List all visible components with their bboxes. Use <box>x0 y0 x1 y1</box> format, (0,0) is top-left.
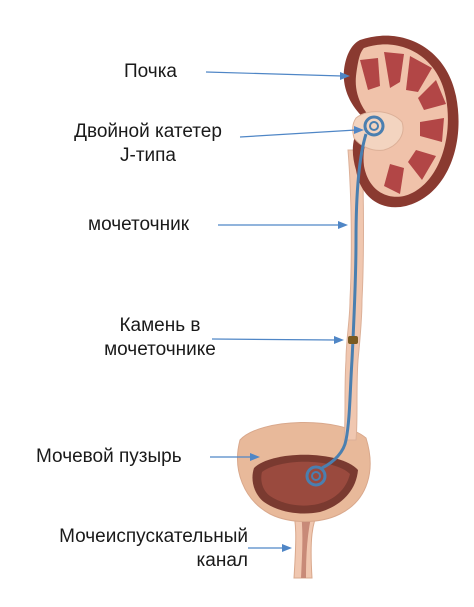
label-urethra-line1: Мочеиспускательный <box>59 526 248 547</box>
arrow-kidney <box>205 71 343 77</box>
stent-lower-coil <box>305 465 327 487</box>
label-stent-line1: Двойной катетер <box>74 121 222 142</box>
stent-lower-coil-inner <box>311 471 321 481</box>
arrowhead <box>354 126 364 134</box>
label-stone: Камень в мочеточнике <box>60 314 260 362</box>
arrow-stent <box>239 129 357 138</box>
label-ureter: мочеточник <box>88 214 190 235</box>
kidney-pyramid <box>360 58 380 90</box>
kidney-pyramid <box>408 150 436 180</box>
kidney-pyramid <box>420 118 444 142</box>
kidney-pyramid <box>384 164 404 194</box>
kidney-pyramid <box>418 80 446 110</box>
label-kidney: Почка <box>124 61 178 82</box>
urethra-lumen <box>300 505 314 578</box>
kidney-pyramid <box>406 56 432 92</box>
label-urethra-line2: канал <box>196 550 248 571</box>
pointer-arrows <box>205 71 364 552</box>
arrowhead <box>334 336 344 344</box>
arrow-stone <box>211 338 337 341</box>
kidney-pyramids <box>360 52 446 194</box>
stent-upper-coil-inner <box>369 121 379 131</box>
label-stent: Двойной катетер J-типа <box>48 120 248 168</box>
arrowhead <box>338 221 348 229</box>
label-stent-line2: J-типа <box>120 145 176 166</box>
label-urethra: Мочеиспускательный канал <box>20 525 248 573</box>
label-bladder: Мочевой пузырь <box>36 446 182 467</box>
ureter-stone <box>348 336 358 344</box>
stent-upper-coil <box>363 115 385 137</box>
bladder-cavity-inner <box>261 461 350 506</box>
arrowhead <box>340 72 350 80</box>
arrowhead <box>282 544 292 552</box>
arrowhead <box>250 453 260 461</box>
label-stone-line1: Камень в <box>119 315 201 336</box>
kidney-pyramid <box>384 52 404 88</box>
label-stone-line2: мочеточнике <box>104 339 216 360</box>
